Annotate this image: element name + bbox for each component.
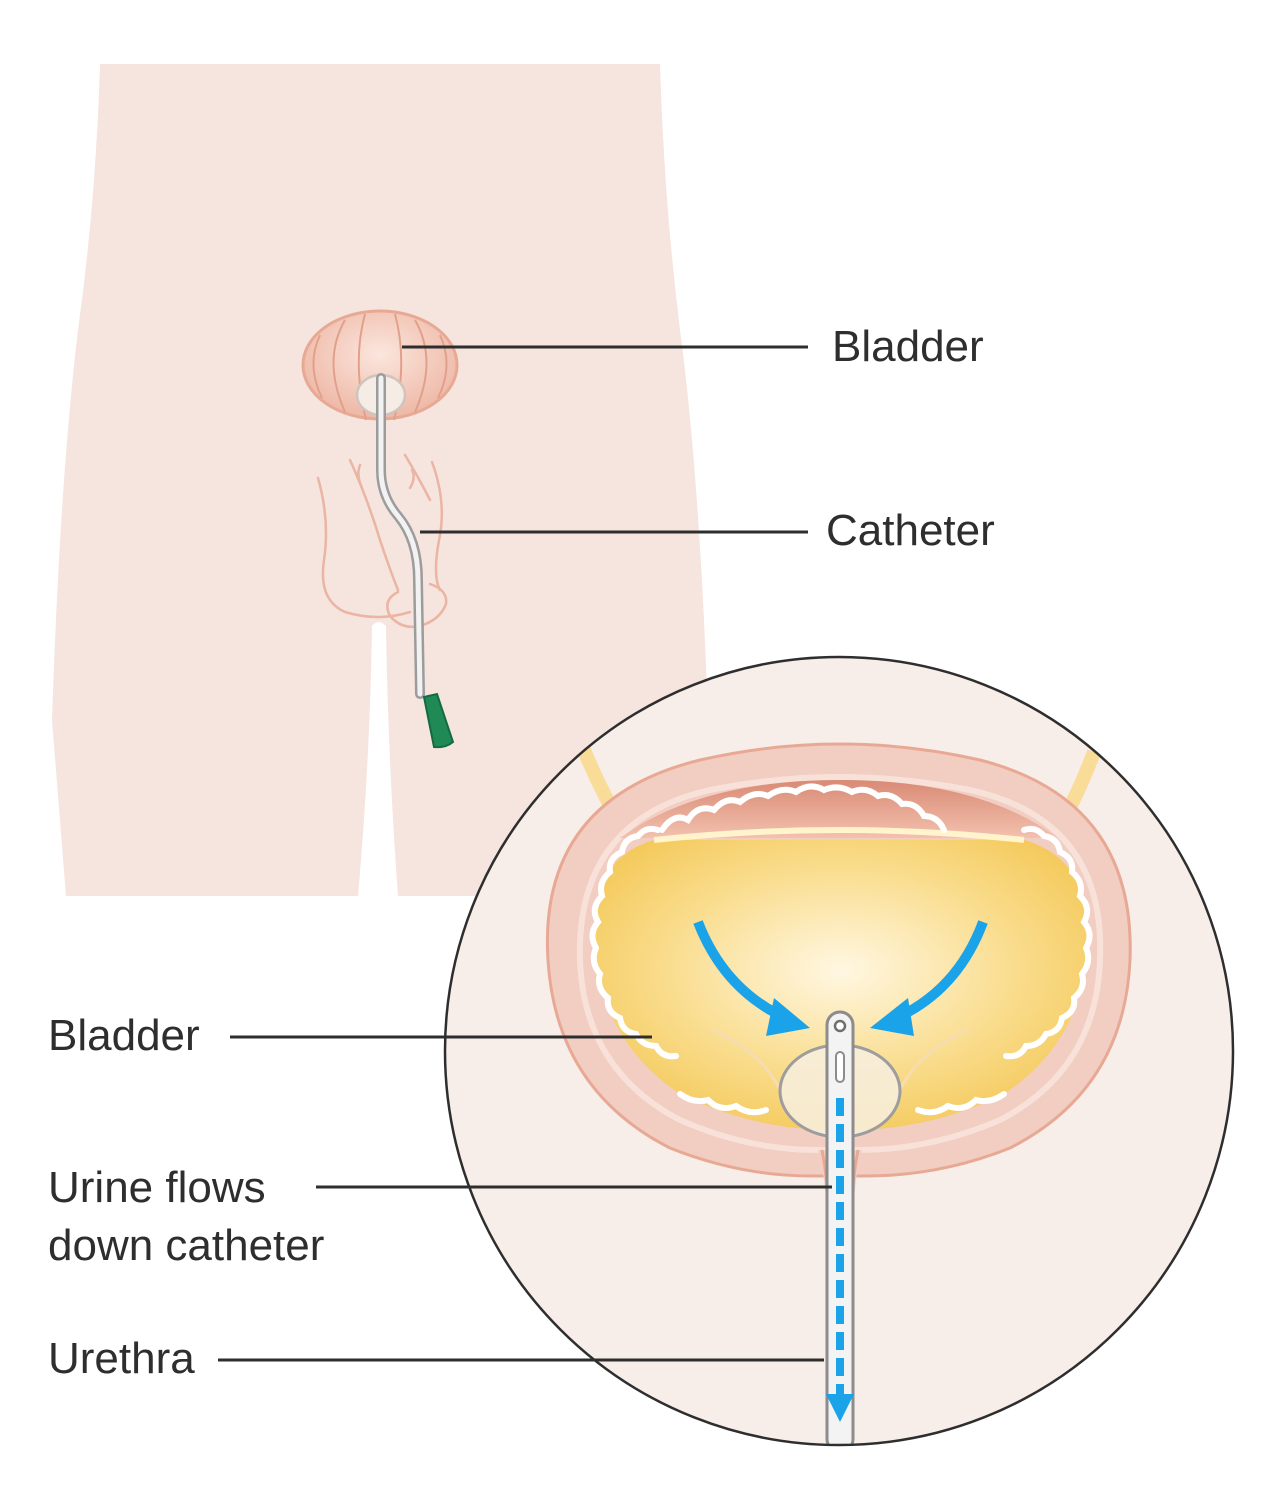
urine (594, 840, 1087, 1130)
label-urine-flows-line2: down catheter (48, 1221, 325, 1270)
bladder-muscle-top (620, 780, 1058, 838)
catheter-connector (422, 692, 455, 749)
urine-flow-arrowhead (826, 1394, 854, 1422)
inset-border (443, 655, 1235, 1447)
genitals-outline (316, 453, 448, 629)
label-urethra: Urethra (48, 1334, 195, 1383)
label-bladder-top: Bladder (832, 322, 984, 371)
inset-magnification (443, 655, 1235, 1447)
body-catheter (376, 373, 455, 749)
label-bladder-bottom: Bladder (48, 1011, 200, 1060)
leader-lines (218, 345, 832, 1362)
label-urine-flows-line1: Urine flows (48, 1163, 266, 1212)
bladder-mucosa (589, 783, 1093, 1116)
label-catheter: Catheter (826, 506, 995, 555)
